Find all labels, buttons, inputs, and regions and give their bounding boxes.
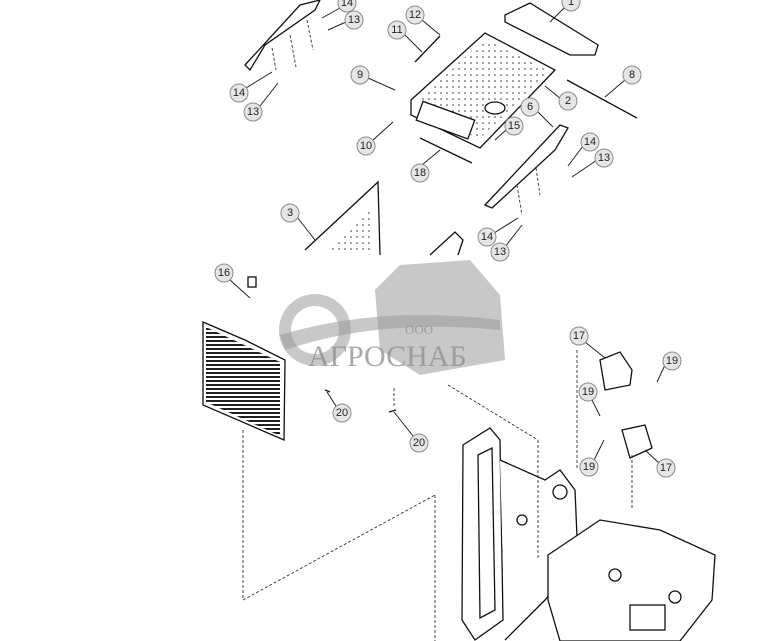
callout-13: 13 bbox=[594, 148, 614, 168]
callout-9: 9 bbox=[350, 65, 370, 85]
callout-11: 11 bbox=[387, 20, 407, 40]
svg-text:20: 20 bbox=[336, 407, 348, 419]
callout-15: 15 bbox=[504, 116, 524, 136]
svg-text:16: 16 bbox=[218, 267, 230, 279]
svg-text:14: 14 bbox=[233, 87, 245, 99]
svg-text:19: 19 bbox=[582, 386, 594, 398]
callout-1: 1 bbox=[561, 0, 581, 12]
svg-text:17: 17 bbox=[660, 462, 672, 474]
svg-text:19: 19 bbox=[583, 461, 595, 473]
svg-text:15: 15 bbox=[508, 120, 520, 132]
rod-8 bbox=[566, 79, 638, 119]
svg-text:14: 14 bbox=[341, 0, 353, 9]
bracket-17-lower bbox=[621, 424, 653, 459]
watermark-logo: ООО АГРОСНАБ bbox=[279, 260, 505, 375]
svg-text:1: 1 bbox=[568, 0, 574, 8]
machine-frame bbox=[461, 427, 716, 641]
svg-text:20: 20 bbox=[413, 437, 425, 449]
callout-16: 16 bbox=[214, 263, 234, 283]
callout-13: 13 bbox=[243, 102, 263, 122]
svg-text:8: 8 bbox=[629, 69, 635, 81]
right-side-panel bbox=[483, 124, 569, 216]
callout-19: 19 bbox=[578, 382, 598, 402]
svg-text:10: 10 bbox=[360, 140, 372, 152]
svg-text:14: 14 bbox=[481, 231, 493, 243]
callout-14: 14 bbox=[580, 132, 600, 152]
svg-text:9: 9 bbox=[357, 69, 363, 81]
svg-text:11: 11 bbox=[391, 24, 402, 36]
callout-2: 2 bbox=[558, 91, 578, 111]
watermark-prefix: ООО bbox=[405, 322, 433, 337]
svg-text:2: 2 bbox=[565, 95, 571, 107]
svg-text:14: 14 bbox=[584, 136, 596, 148]
side-screen-3 bbox=[304, 180, 464, 256]
callout-19: 19 bbox=[662, 351, 682, 371]
radiator-grille bbox=[202, 276, 286, 441]
svg-text:13: 13 bbox=[598, 152, 610, 164]
leader-lines bbox=[229, 7, 666, 464]
engine-hood bbox=[410, 32, 557, 149]
bracket-17-upper bbox=[599, 351, 633, 391]
callout-17: 17 bbox=[569, 326, 589, 346]
svg-text:13: 13 bbox=[348, 14, 360, 26]
mounting-plate bbox=[504, 2, 599, 56]
svg-text:6: 6 bbox=[527, 101, 533, 113]
callout-3: 3 bbox=[280, 203, 300, 223]
svg-text:3: 3 bbox=[287, 207, 293, 219]
svg-text:18: 18 bbox=[414, 167, 426, 179]
callout-12: 12 bbox=[405, 5, 425, 25]
svg-text:12: 12 bbox=[409, 9, 421, 21]
svg-text:13: 13 bbox=[494, 246, 506, 258]
callout-6: 6 bbox=[520, 97, 540, 117]
seal-strip-18 bbox=[419, 137, 473, 164]
svg-text:19: 19 bbox=[666, 355, 678, 367]
left-side-panel bbox=[244, 0, 321, 72]
callout-13: 13 bbox=[344, 10, 364, 30]
callout-19: 19 bbox=[579, 457, 599, 477]
callout-8: 8 bbox=[622, 65, 642, 85]
callout-17: 17 bbox=[656, 458, 676, 478]
callout-20: 20 bbox=[332, 403, 352, 423]
callout-14: 14 bbox=[337, 0, 357, 13]
rod-11 bbox=[414, 35, 441, 63]
svg-text:13: 13 bbox=[247, 106, 259, 118]
callout-14: 14 bbox=[477, 227, 497, 247]
callout-18: 18 bbox=[410, 163, 430, 183]
svg-text:17: 17 bbox=[573, 330, 585, 342]
callout-13: 13 bbox=[490, 242, 510, 262]
callout-20: 20 bbox=[409, 433, 429, 453]
callout-10: 10 bbox=[356, 136, 376, 156]
watermark-name: АГРОСНАБ bbox=[308, 340, 467, 373]
callout-14: 14 bbox=[229, 83, 249, 103]
clip-16 bbox=[247, 276, 257, 288]
